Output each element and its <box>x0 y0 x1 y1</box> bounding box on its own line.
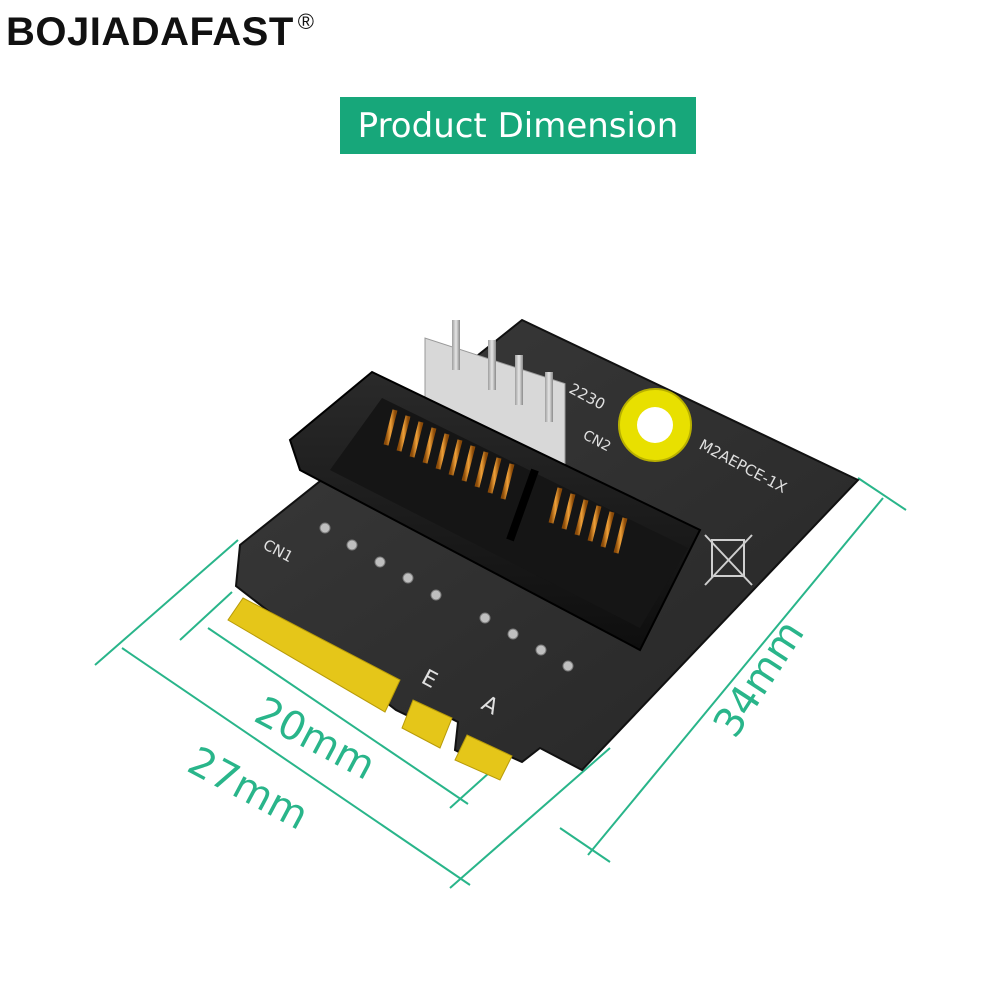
cn2-pin <box>545 372 553 422</box>
dimension-lines <box>94 477 907 889</box>
pcie-slot-opening <box>330 398 688 628</box>
gold-contacts <box>227 597 513 781</box>
dim-27-line <box>121 647 471 886</box>
solder-pins <box>319 522 574 672</box>
slot-key-divider <box>506 468 539 542</box>
dim-20-right-extension <box>449 771 491 809</box>
banner-title: Product Dimension <box>357 105 679 146</box>
product-dimension-banner: Product Dimension <box>340 97 696 154</box>
e-key-contacts <box>401 699 453 749</box>
dim-27-right-extension <box>449 747 611 889</box>
dim-34-bottom-extension <box>559 827 611 863</box>
cn2-pin <box>488 340 496 390</box>
a-key-contacts <box>454 734 513 781</box>
dim-27-left-extension <box>94 539 239 666</box>
mounting-hole-center <box>637 407 673 443</box>
cn2-pin <box>452 320 460 370</box>
dim-34-line <box>587 497 884 856</box>
brand-name: BOJIADAFAST <box>6 10 294 54</box>
dim-20-left-extension <box>179 591 233 641</box>
pcie-slot <box>288 370 702 652</box>
cn2-pin <box>515 355 523 405</box>
weee-symbol <box>704 534 753 586</box>
dim-20-line <box>207 627 469 805</box>
slot-springs <box>383 409 628 554</box>
brand-logo: BOJIADAFAST® <box>6 9 315 55</box>
dim-label-34mm: 34mm <box>705 612 814 745</box>
main-gold-contacts <box>227 597 401 713</box>
dim-34-top-extension <box>857 477 907 511</box>
registered-mark: ® <box>297 9 315 34</box>
